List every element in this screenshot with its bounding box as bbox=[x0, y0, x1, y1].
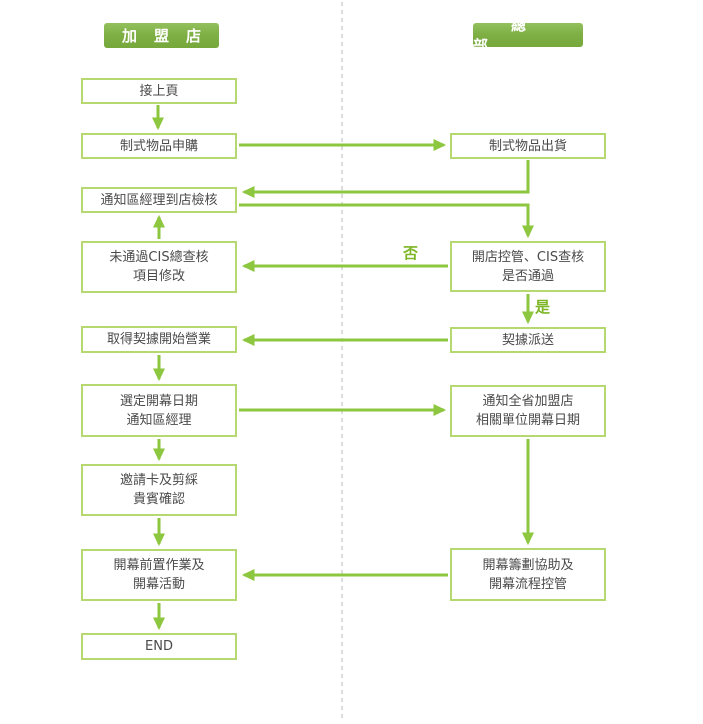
node-set-opening-date: 選定開幕日期 通知區經理 bbox=[81, 384, 237, 437]
node-store-control-cis-check: 開店控管、CIS查核 是否通過 bbox=[450, 241, 606, 292]
arrow-notify-manager-to-cis-check bbox=[239, 203, 534, 239]
node-notify-manager-inspection: 通知區經理到店檢核 bbox=[81, 187, 237, 213]
header-headquarters: 總部 bbox=[473, 16, 583, 55]
node-end: END bbox=[81, 633, 237, 660]
node-invitation-ribbon: 邀請卡及剪綵 貴賓確認 bbox=[81, 464, 237, 516]
edge-label-no: 否 bbox=[403, 244, 419, 262]
node-opening-support: 開幕籌劃協助及 開幕流程控管 bbox=[450, 548, 606, 601]
header-franchise-store: 加盟店 bbox=[104, 23, 219, 48]
node-prev-page: 接上頁 bbox=[81, 78, 237, 104]
arrow-ship-to-notify-manager bbox=[241, 160, 530, 198]
node-standard-items-order: 制式物品申購 bbox=[81, 133, 237, 159]
node-opening-preparation: 開幕前置作業及 開幕活動 bbox=[81, 549, 237, 601]
node-standard-items-ship: 制式物品出貨 bbox=[450, 133, 606, 159]
edge-label-yes: 是 bbox=[535, 298, 551, 316]
node-cis-fail-fix: 未通過CIS總查核 項目修改 bbox=[81, 241, 237, 293]
node-get-contract-start: 取得契據開始營業 bbox=[81, 326, 237, 353]
node-notify-all-franchise: 通知全省加盟店 相關單位開幕日期 bbox=[450, 385, 606, 437]
node-contract-dispatch: 契據派送 bbox=[450, 327, 606, 353]
